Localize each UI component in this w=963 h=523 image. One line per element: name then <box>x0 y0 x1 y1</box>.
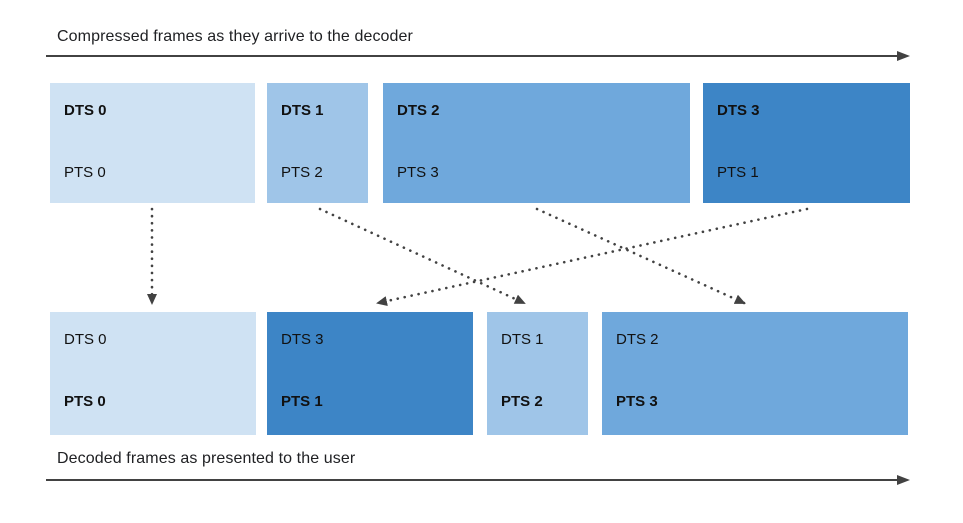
arrow-right-icon <box>897 51 910 61</box>
arrow-right-icon <box>897 475 910 485</box>
pts-label: PTS 3 <box>397 164 439 181</box>
dts-label: DTS 2 <box>616 331 659 348</box>
pts-label: PTS 0 <box>64 164 106 181</box>
dts-label: DTS 1 <box>501 331 544 348</box>
connector-dts2-arrow <box>535 207 746 305</box>
pts-label: PTS 2 <box>501 393 543 410</box>
compressed-frame-dts0: DTS 0 PTS 0 <box>50 83 255 203</box>
decoded-frame-pts1: DTS 3 PTS 1 <box>267 312 473 435</box>
dts-label: DTS 2 <box>397 102 440 119</box>
dts-label: DTS 1 <box>281 102 324 119</box>
pts-label: PTS 3 <box>616 393 658 410</box>
dts-label: DTS 0 <box>64 331 107 348</box>
compressed-frames-label: Compressed frames as they arrive to the … <box>57 28 413 45</box>
dts-label: DTS 3 <box>281 331 324 348</box>
connector-dts1-arrow <box>318 207 526 305</box>
decoded-timeline-arrow <box>46 475 910 485</box>
pts-label: PTS 1 <box>281 393 323 410</box>
pts-label: PTS 2 <box>281 164 323 181</box>
connector-dts3-arrow <box>376 207 809 306</box>
dts-label: DTS 0 <box>64 102 107 119</box>
compressed-timeline-arrow <box>46 51 910 61</box>
compressed-frame-dts1: DTS 1 PTS 2 <box>267 83 368 203</box>
decoded-frame-pts0: DTS 0 PTS 0 <box>50 312 256 435</box>
decoded-frame-pts2: DTS 1 PTS 2 <box>487 312 588 435</box>
pts-label: PTS 1 <box>717 164 759 181</box>
compressed-frame-dts3: DTS 3 PTS 1 <box>703 83 910 203</box>
pts-label: PTS 0 <box>64 393 106 410</box>
compressed-frame-dts2: DTS 2 PTS 3 <box>383 83 690 203</box>
decoded-frames-label: Decoded frames as presented to the user <box>57 450 356 467</box>
dts-label: DTS 3 <box>717 102 760 119</box>
decoded-frame-pts3: DTS 2 PTS 3 <box>602 312 908 435</box>
